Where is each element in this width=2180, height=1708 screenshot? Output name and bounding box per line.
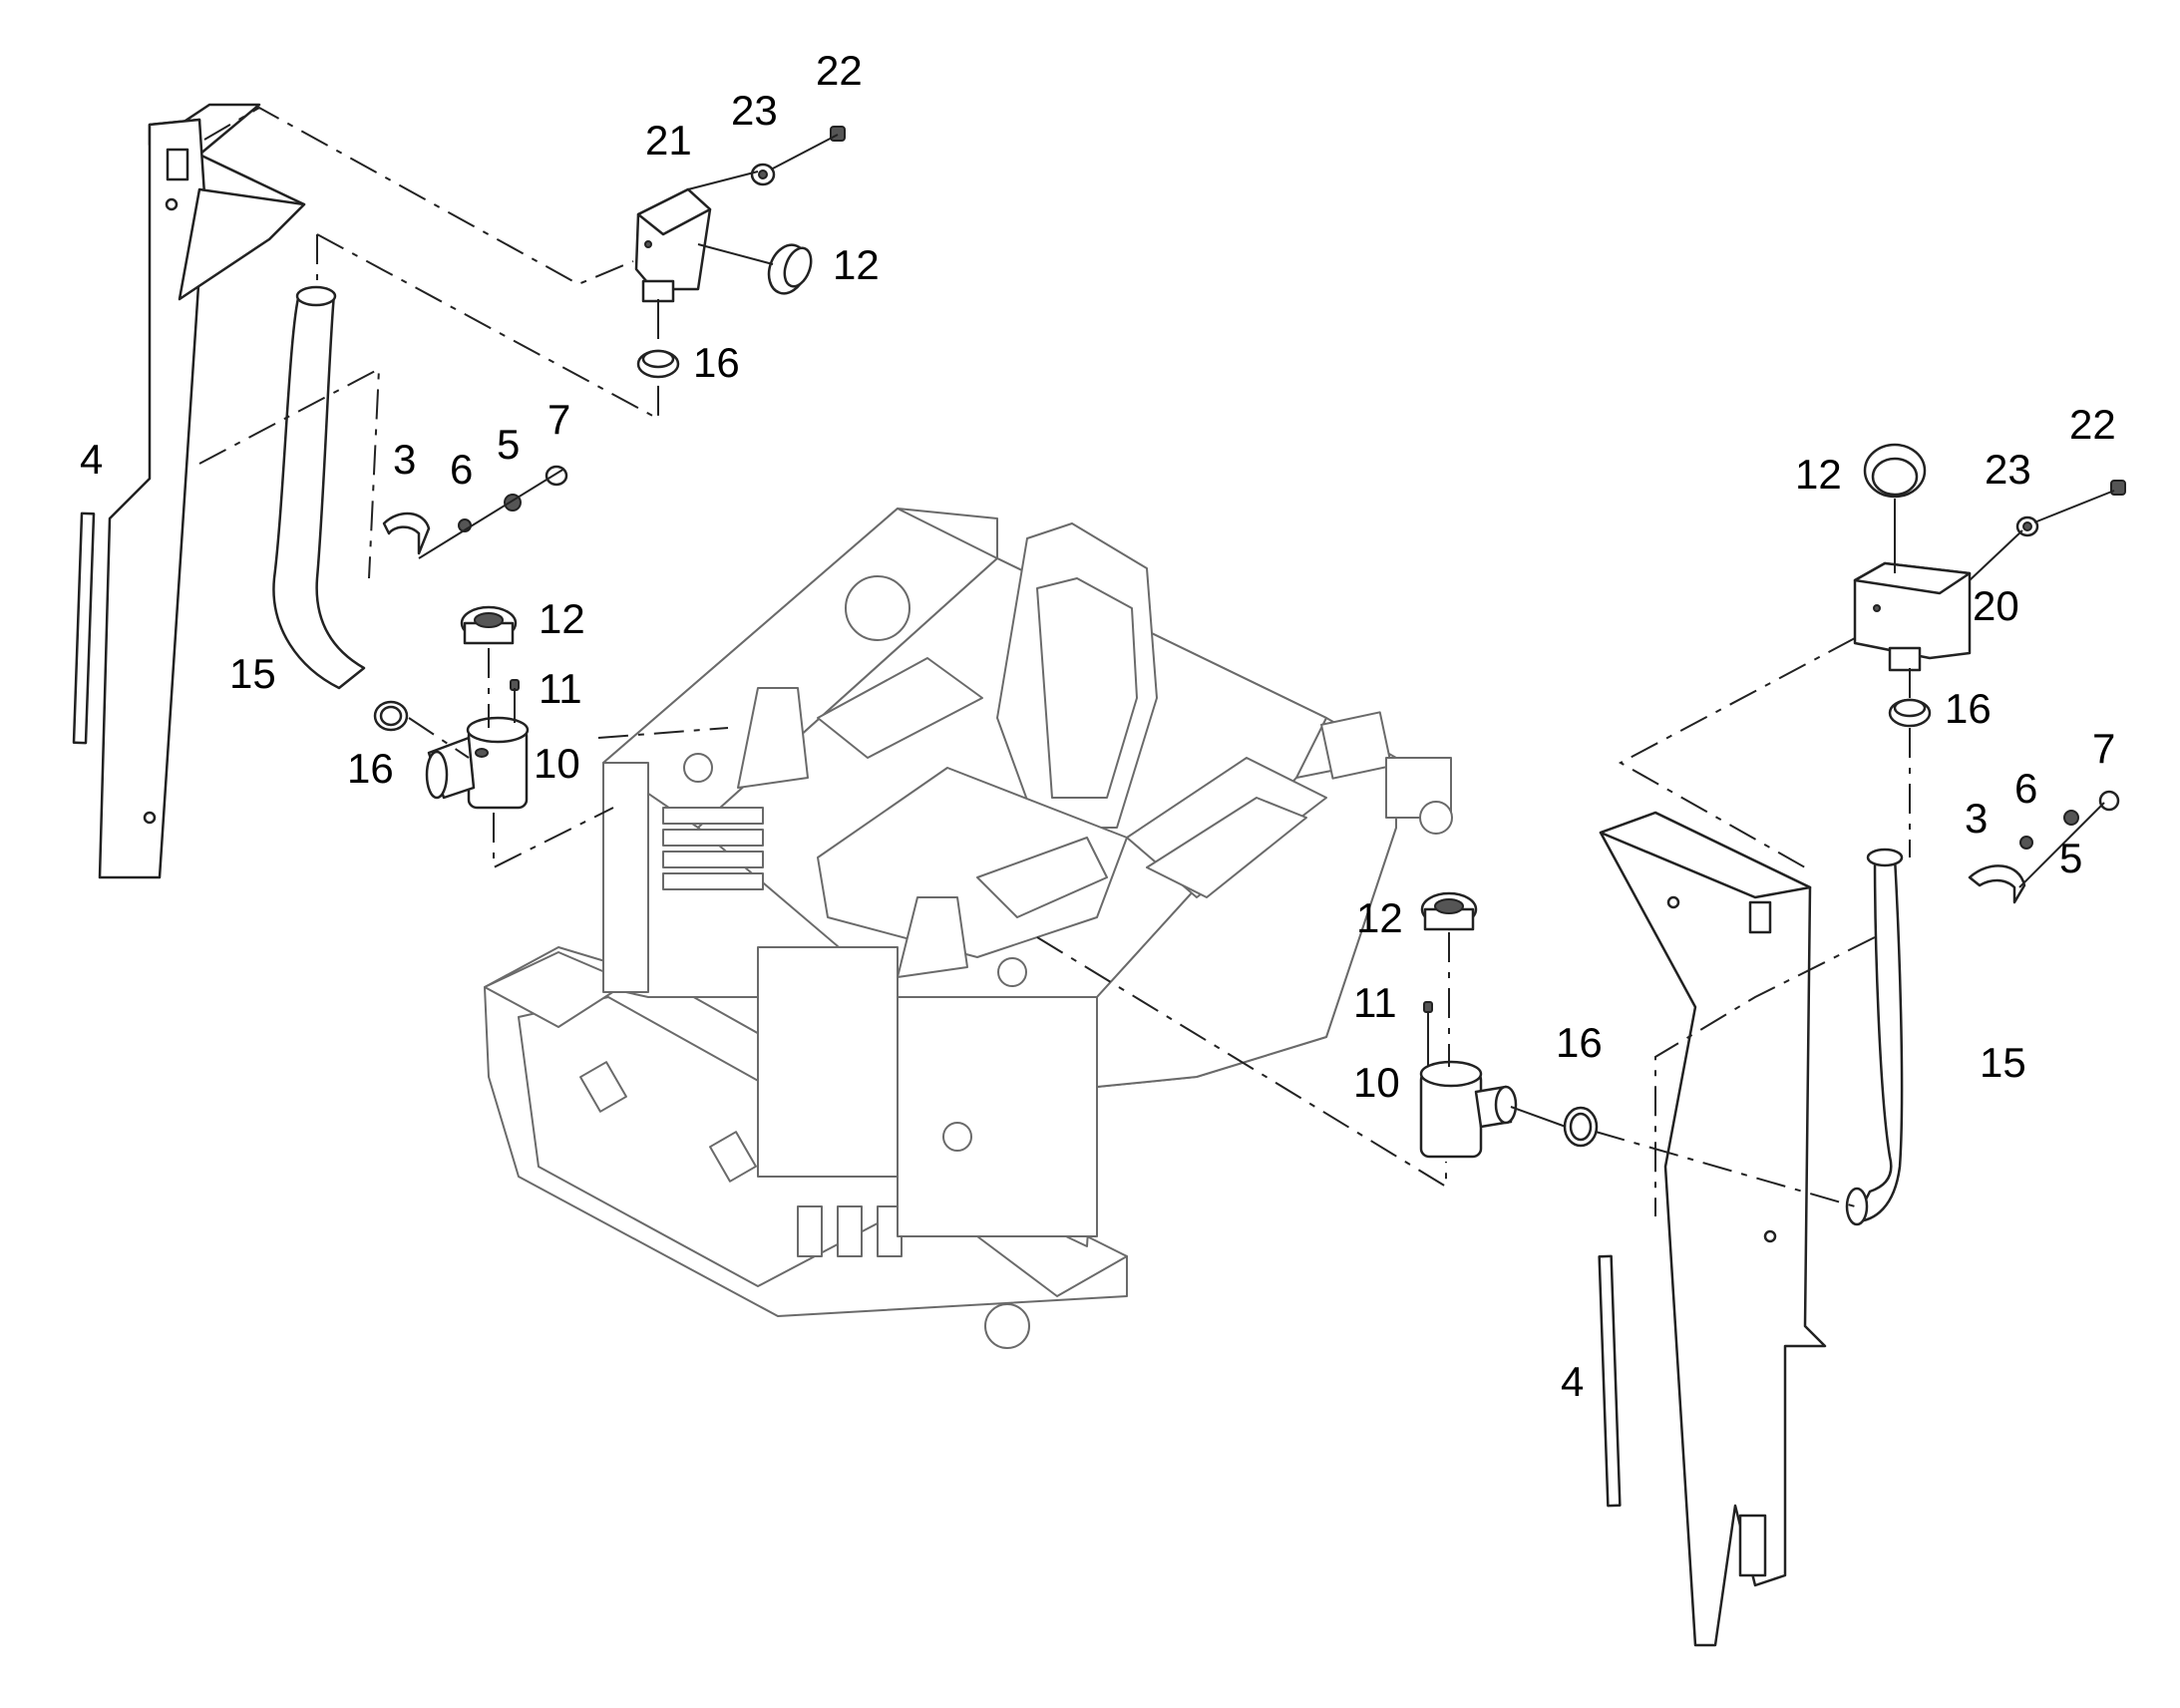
label-left-12b: 12 (539, 595, 585, 642)
right-seal-strip (1598, 1254, 1622, 1508)
label-left-5: 5 (497, 421, 520, 468)
label-right-16a: 16 (1945, 685, 1992, 732)
label-right-3: 3 (1965, 795, 1988, 842)
label-left-23: 23 (731, 87, 778, 134)
left-seal-strip (72, 512, 96, 745)
right-pillar (1599, 811, 1827, 1647)
label-left-12a: 12 (833, 241, 880, 288)
label-right-6: 6 (2014, 765, 2037, 812)
label-left-6: 6 (450, 446, 473, 493)
center-duct-parts (1419, 891, 1599, 1159)
label-center-10: 10 (1353, 1059, 1400, 1106)
label-center-11: 11 (1353, 979, 1397, 1026)
leader-lines (198, 106, 2115, 1216)
label-left-10: 10 (534, 740, 580, 787)
label-center-12: 12 (1356, 894, 1403, 941)
label-left-11: 11 (539, 665, 582, 712)
label-right-5: 5 (2059, 835, 2082, 881)
label-right-12a: 12 (1795, 451, 1842, 498)
part-labels: 22 23 21 12 16 7 5 6 3 4 12 11 15 16 10 … (80, 47, 2116, 1405)
label-right-7: 7 (2092, 725, 2115, 772)
label-left-4: 4 (80, 436, 103, 483)
label-left-21: 21 (645, 117, 692, 164)
left-pillar (98, 103, 306, 879)
label-left-16a: 16 (693, 339, 740, 386)
label-center-16: 16 (1556, 1019, 1603, 1066)
label-right-23: 23 (1985, 446, 2031, 493)
label-left-16b: 16 (347, 745, 394, 792)
left-duct-parts (272, 126, 846, 810)
label-right-15: 15 (1980, 1039, 2026, 1086)
label-right-20: 20 (1973, 582, 2019, 629)
label-left-15: 15 (229, 650, 276, 697)
label-left-7: 7 (547, 396, 570, 443)
cab-assembly (484, 508, 1453, 1349)
label-right-22: 22 (2069, 401, 2116, 448)
label-left-3: 3 (393, 436, 416, 483)
label-right-4: 4 (1561, 1358, 1584, 1405)
label-left-22: 22 (816, 47, 863, 94)
